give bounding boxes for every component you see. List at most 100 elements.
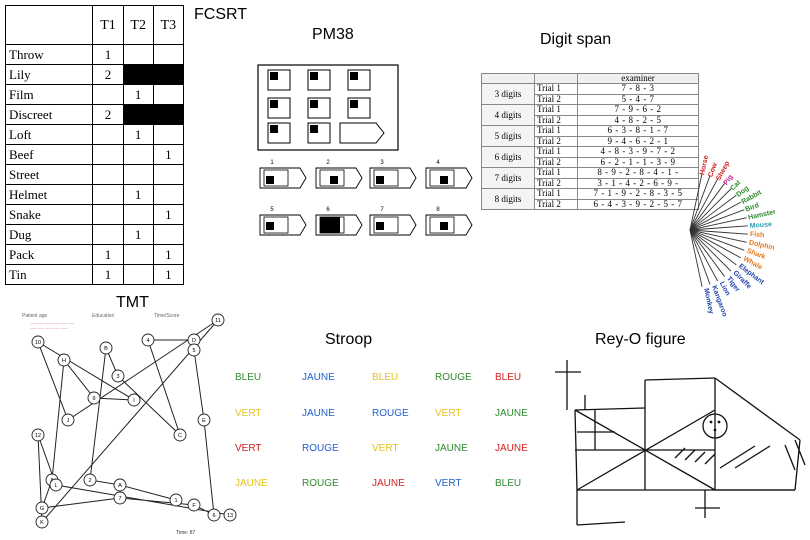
tmt-node: 1 [169,493,183,507]
fcsrt-word: Dug [4,224,94,245]
pm38-missing-cell [339,122,385,144]
fcsrt-score-t3 [152,124,185,145]
tmt-node: 3 [111,369,125,383]
pm38-option: 6 [315,207,363,236]
digit-span-sequence: 9 - 4 - 6 - 2 - 1 [577,135,699,147]
fcsrt-score-t1: 2 [92,104,124,125]
tree-branch [689,201,742,231]
pm38-option-label: 1 [270,160,274,166]
pm38-option-label: 4 [436,160,440,166]
digit-span-header-blank2 [534,73,578,84]
fcsrt-score-t1 [92,164,124,185]
fcsrt-word: Loft [4,124,94,145]
digit-span-trial: Trial 1 [534,146,578,158]
tmt-node-label: 9 [92,396,95,402]
fcsrt-row: Street [4,164,185,185]
pm38-option: 2 [315,160,363,189]
tree-branch [689,229,737,266]
stroop-word: VERT [235,443,262,454]
digit-span-header-examiner: examiner [577,73,699,84]
fcsrt-score-t1 [92,204,124,225]
digit-span-trial: Trial 1 [534,83,578,95]
fcsrt-word: Film [4,84,94,105]
tmt-node-label: 13 [227,513,233,519]
fluency-word: Horse [699,155,710,176]
fcsrt-score-t3 [152,84,185,105]
pm38-matrix-cell [347,69,371,91]
rey-o-figure-drawing [555,360,806,526]
tree-branch [689,229,732,272]
tmt-node-label: F [192,503,196,509]
fcsrt-header-t2: T2 [122,5,154,45]
tmt-node: 9 [87,391,101,405]
pm38-matrix-cell [267,97,291,119]
pm38-matrix-cell [307,69,331,91]
digit-span-trial: Trial 1 [534,167,578,179]
digit-span-trial: Trial 2 [534,135,578,147]
fcsrt-score-t3 [152,164,185,185]
pm38-option-label: 8 [436,207,440,213]
stroop-word: VERT [372,443,399,454]
pm38-title: PM38 [312,26,354,43]
digit-span-sequence: 8 - 9 - 2 - 8 - 4 - 1 - [577,167,699,179]
tmt-node-label: E [202,418,206,424]
fcsrt-score-t2 [122,44,154,65]
tree-branch [689,229,742,259]
digit-span-header-row: examiner [481,73,699,84]
tmt-node: L [49,478,63,492]
digit-span-group-label: 3 digits [481,83,535,105]
fcsrt-score-t2 [122,204,154,225]
digit-span-group-label: 5 digits [481,125,535,147]
pm38-matrix-cell [307,122,331,144]
fcsrt-score-t2 [122,144,154,165]
tmt-node: 13 [223,508,237,522]
stroop-word: JAUNE [302,408,335,419]
fcsrt-score-t2: 1 [122,224,154,245]
fcsrt-score-t3 [152,224,185,245]
tmt-node-label: A [118,483,122,489]
digit-span-sequence: 3 - 1 - 4 - 2 - 6 - 9 - [577,177,699,189]
digit-span-sequence: 6 - 2 - 1 - 1 - 3 - 9 [577,156,699,168]
digit-span-title: Digit span [540,31,612,48]
fcsrt-score-t1 [92,84,124,105]
stroop-word: ROUGE [302,478,339,489]
fcsrt-word: Snake [4,204,94,225]
tmt-node: H [57,353,71,367]
pm38-matrix-frame [257,64,399,151]
fcsrt-score-t2 [122,164,154,185]
fcsrt-word: Tin [4,264,94,285]
tree-branch [689,229,748,235]
tree-branch [689,229,719,282]
fcsrt-score-t3: 1 [152,244,185,265]
fcsrt-score-t3: 1 [152,144,185,165]
fcsrt-score-t1: 1 [92,244,124,265]
digit-span-sequence: 4 - 8 - 3 - 9 - 7 - 2 [577,146,699,158]
tmt-header-education: Education [92,313,114,319]
digit-span-trial: Trial 2 [534,93,578,105]
tmt-node: K [35,515,49,529]
fcsrt-score-t2 [122,264,154,285]
tmt-node-label: B [104,346,108,352]
digit-span-trial: Trial 2 [534,177,578,189]
tmt-instructions-line-1: ----- ----- ----- ----- ----- ---- [30,320,75,325]
tmt-node: E [197,413,211,427]
tree-branch [689,229,747,243]
tmt-node: 5 [187,343,201,357]
fcsrt-score-t3 [152,184,185,205]
digit-span-trial: Trial 2 [534,198,578,210]
tmt-node-label: 4 [146,338,149,344]
digit-span-trial: Trial 1 [534,125,578,137]
digit-span-trial: Trial 2 [534,114,578,126]
